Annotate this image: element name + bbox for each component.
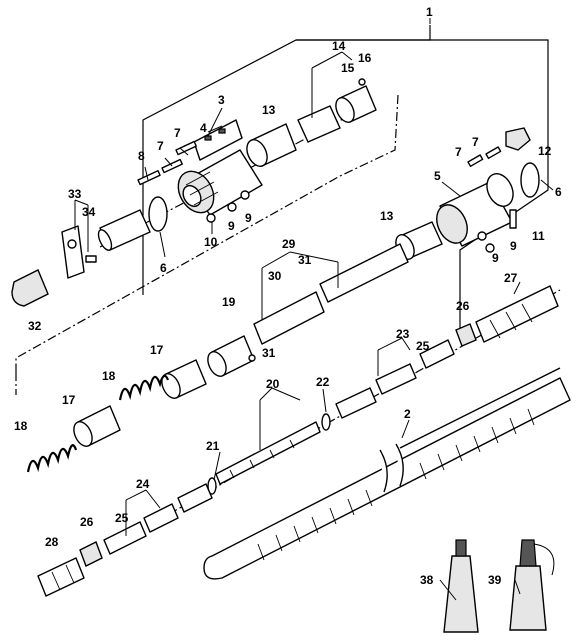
callout-7-b: 7 <box>157 139 164 153</box>
callout-3: 3 <box>218 93 225 107</box>
callout-11: 11 <box>532 229 545 243</box>
main-shaft-tube <box>203 367 571 580</box>
callout-9-d: 9 <box>492 251 499 265</box>
grease-tube <box>443 539 479 633</box>
shaft-24-lower <box>103 483 213 555</box>
callout-7-c: 7 <box>472 135 479 149</box>
callout-31-upper: 31 <box>298 253 312 267</box>
callout-17-upper: 17 <box>150 343 164 357</box>
callout-32: 32 <box>28 319 42 333</box>
callout-26-lower: 26 <box>80 515 94 529</box>
bushing-upper <box>297 78 377 143</box>
callout-33: 33 <box>68 187 82 201</box>
callout-25-lower: 25 <box>115 511 129 525</box>
ring-22 <box>321 413 331 431</box>
bushing-17-upper <box>161 359 207 399</box>
callout-18-lower: 18 <box>14 419 28 433</box>
callout-6-left: 6 <box>160 261 167 275</box>
callout-26-upper: 26 <box>456 299 470 313</box>
callout-20: 20 <box>266 377 280 391</box>
end-cap <box>11 269 49 307</box>
screws-upper-left <box>137 140 250 223</box>
callout-25-upper: 25 <box>416 339 430 353</box>
callout-27: 27 <box>504 271 518 285</box>
gear-housing-left <box>177 119 263 216</box>
nut-26-upper <box>455 323 477 347</box>
drive-shaft-20 <box>215 421 321 485</box>
callout-24: 24 <box>136 477 150 491</box>
callout-29: 29 <box>282 237 296 251</box>
callout-5: 5 <box>434 169 441 183</box>
spring-18-lower <box>26 444 78 473</box>
callout-34: 34 <box>82 205 96 219</box>
callout-9-c: 9 <box>510 239 517 253</box>
callout-17-lower: 17 <box>62 393 76 407</box>
shaft-23-upper <box>335 339 455 419</box>
callout-18-upper: 18 <box>102 369 116 383</box>
callout-39: 39 <box>488 573 502 587</box>
knob <box>505 127 531 151</box>
callout-22: 22 <box>316 375 330 389</box>
callout-30: 30 <box>268 269 282 283</box>
callout-6-right: 6 <box>555 185 562 199</box>
ring-21 <box>207 477 217 495</box>
spring-18-upper <box>118 374 170 401</box>
coupling-upper-left <box>246 123 297 167</box>
callout-19: 19 <box>222 295 236 309</box>
callout-23: 23 <box>396 327 410 341</box>
callout-12: 12 <box>538 144 552 158</box>
callout-8: 8 <box>138 149 145 163</box>
sleeve-19 <box>207 291 325 377</box>
bushing-17-lower <box>73 405 121 447</box>
callout-13-upper: 13 <box>262 103 276 117</box>
callout-28: 28 <box>45 535 59 549</box>
oil-bottle <box>509 539 555 631</box>
callout-9-a: 9 <box>228 219 235 233</box>
tube-left <box>97 209 151 251</box>
o-ring-right <box>520 162 540 198</box>
callout-10: 10 <box>204 235 218 249</box>
gear-housing-right <box>436 146 517 253</box>
callout-16: 16 <box>358 51 372 65</box>
callout-2: 2 <box>404 407 411 421</box>
o-ring-left <box>148 196 168 232</box>
callout-13-right: 13 <box>380 209 394 223</box>
callout-14: 14 <box>332 39 346 53</box>
callout-15: 15 <box>341 61 355 75</box>
callout-9-b: 9 <box>245 211 252 225</box>
inner-tube-29 <box>319 243 409 303</box>
callout-1: 1 <box>426 5 433 19</box>
callout-38: 38 <box>420 573 434 587</box>
callout-21: 21 <box>206 439 220 453</box>
nut-26-lower <box>79 541 103 567</box>
callout-7-d: 7 <box>455 145 462 159</box>
callouts: 1 2 3 4 5 6 6 7 7 7 7 8 9 9 9 9 10 11 12… <box>14 5 562 587</box>
callout-31-lower: 31 <box>262 346 276 360</box>
leader-lines <box>74 18 554 601</box>
callout-7-a: 7 <box>174 126 181 140</box>
callout-4: 4 <box>200 121 207 135</box>
clamp-bracket <box>61 225 97 279</box>
tube-28 <box>37 557 85 597</box>
tube-27 <box>475 285 559 343</box>
